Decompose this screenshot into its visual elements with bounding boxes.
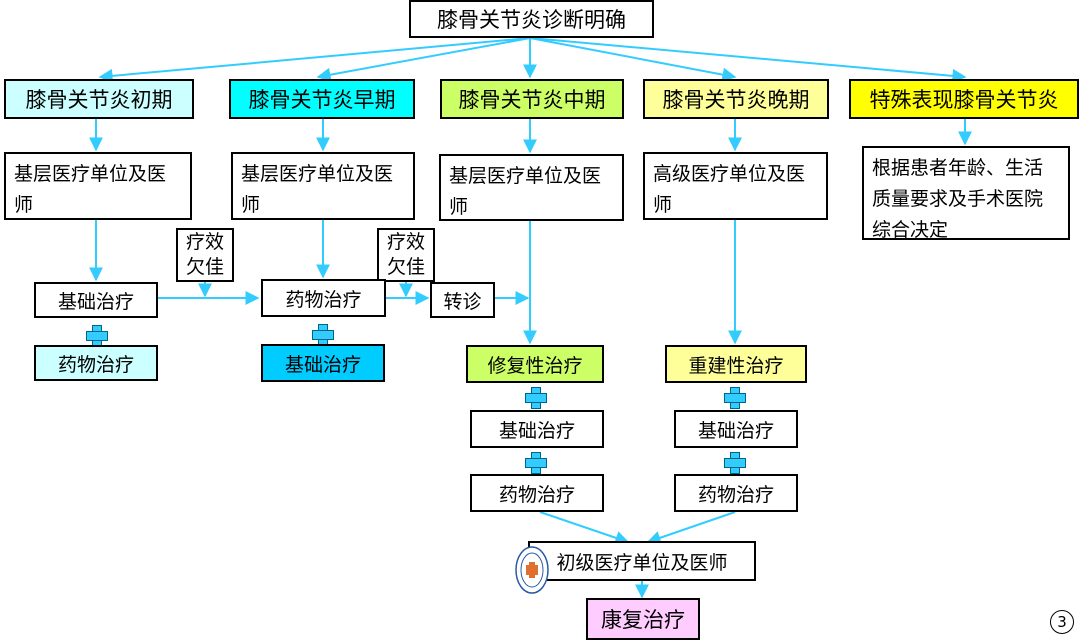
plus-icon: [525, 452, 547, 474]
initial-basic-treatment-label: 基础治疗: [57, 290, 134, 313]
reconstruction-treatment-label: 重建性治疗: [688, 354, 784, 377]
note-poor-effect-2-text: 疗效欠佳: [386, 231, 425, 278]
late-basic-treatment: 基础治疗: [674, 410, 798, 448]
middle-basic-treatment: 基础治疗: [470, 410, 604, 448]
stage-initial-box: 膝骨关节炎初期: [4, 79, 194, 119]
initial-drug-treatment: 药物治疗: [34, 345, 158, 381]
provider-late-box: 高级医疗单位及医师: [643, 152, 828, 220]
provider-special-text: 根据患者年龄、生活质量要求及手术医院综合决定: [872, 157, 1044, 241]
arrow-late-drug-to-primary: [646, 511, 736, 545]
repair-treatment-label: 修复性治疗: [487, 354, 583, 377]
provider-initial-text: 基层医疗单位及医师: [14, 163, 167, 216]
stage-middle-box: 膝骨关节炎中期: [440, 79, 624, 119]
middle-drug-treatment-label: 药物治疗: [498, 483, 575, 506]
plus-icon: [525, 387, 547, 409]
note-poor-effect-1-text: 疗效欠佳: [185, 231, 224, 278]
page-number: 3: [1050, 610, 1074, 634]
stage-middle-label: 膝骨关节炎中期: [458, 88, 606, 112]
primary-care-label: 初级医疗单位及医师: [556, 551, 728, 574]
arrow-title-to-special: [529, 37, 967, 83]
late-basic-treatment-label: 基础治疗: [697, 419, 774, 442]
plus-icon: [724, 387, 746, 409]
early-basic-treatment-label: 基础治疗: [284, 353, 361, 376]
late-drug-treatment-label: 药物治疗: [697, 483, 774, 506]
reconstruction-treatment: 重建性治疗: [665, 345, 807, 383]
arrow-title-to-early: [316, 37, 531, 82]
plus-icon: [724, 452, 746, 474]
note-poor-effect-1: 疗效欠佳: [176, 228, 234, 282]
early-drug-treatment-label: 药物治疗: [285, 288, 362, 311]
middle-drug-treatment: 药物治疗: [470, 474, 604, 512]
plus-icon: [86, 325, 108, 347]
provider-early-text: 基层医疗单位及医师: [241, 163, 394, 216]
stage-initial-label: 膝骨关节炎初期: [25, 88, 173, 112]
hospital-seal-icon: [515, 546, 549, 594]
primary-care-box: 初级医疗单位及医师: [528, 541, 756, 581]
note-poor-effect-2: 疗效欠佳: [377, 228, 435, 282]
repair-treatment: 修复性治疗: [466, 345, 604, 383]
provider-initial-box: 基层医疗单位及医师: [4, 152, 192, 220]
early-drug-treatment: 药物治疗: [261, 279, 386, 317]
stage-early-label: 膝骨关节炎早期: [248, 88, 396, 112]
referral-label: 转诊: [443, 290, 482, 313]
arrow-title-to-late: [529, 37, 737, 82]
initial-basic-treatment: 基础治疗: [34, 282, 158, 318]
stage-late-label: 膝骨关节炎晚期: [662, 88, 810, 112]
provider-late-text: 高级医疗单位及医师: [653, 163, 806, 216]
provider-middle-box: 基层医疗单位及医师: [439, 154, 624, 221]
stage-special-box: 特殊表现膝骨关节炎: [849, 79, 1079, 119]
diagnosis-title-box: 膝骨关节炎诊断明确: [409, 0, 654, 38]
rehab-treatment: 康复治疗: [586, 598, 700, 640]
provider-special-box: 根据患者年龄、生活质量要求及手术医院综合决定: [862, 146, 1070, 241]
late-drug-treatment: 药物治疗: [674, 474, 798, 512]
plus-icon: [312, 324, 334, 346]
rehab-treatment-label: 康复治疗: [601, 608, 685, 632]
early-basic-treatment: 基础治疗: [261, 344, 385, 382]
provider-early-box: 基层医疗单位及医师: [231, 152, 415, 220]
initial-drug-treatment-label: 药物治疗: [57, 353, 134, 376]
stage-special-label: 特殊表现膝骨关节炎: [869, 88, 1059, 112]
provider-middle-text: 基层医疗单位及医师: [449, 165, 602, 218]
page-number-text: 3: [1057, 613, 1067, 631]
referral-box: 转诊: [430, 282, 495, 318]
diagnosis-title: 膝骨关节炎诊断明确: [437, 8, 626, 32]
middle-basic-treatment-label: 基础治疗: [498, 419, 575, 442]
arrow-middle-drug-to-primary: [539, 511, 630, 545]
stage-late-box: 膝骨关节炎晚期: [643, 79, 829, 119]
arrow-title-to-initial: [98, 37, 531, 83]
stage-early-box: 膝骨关节炎早期: [229, 79, 415, 119]
